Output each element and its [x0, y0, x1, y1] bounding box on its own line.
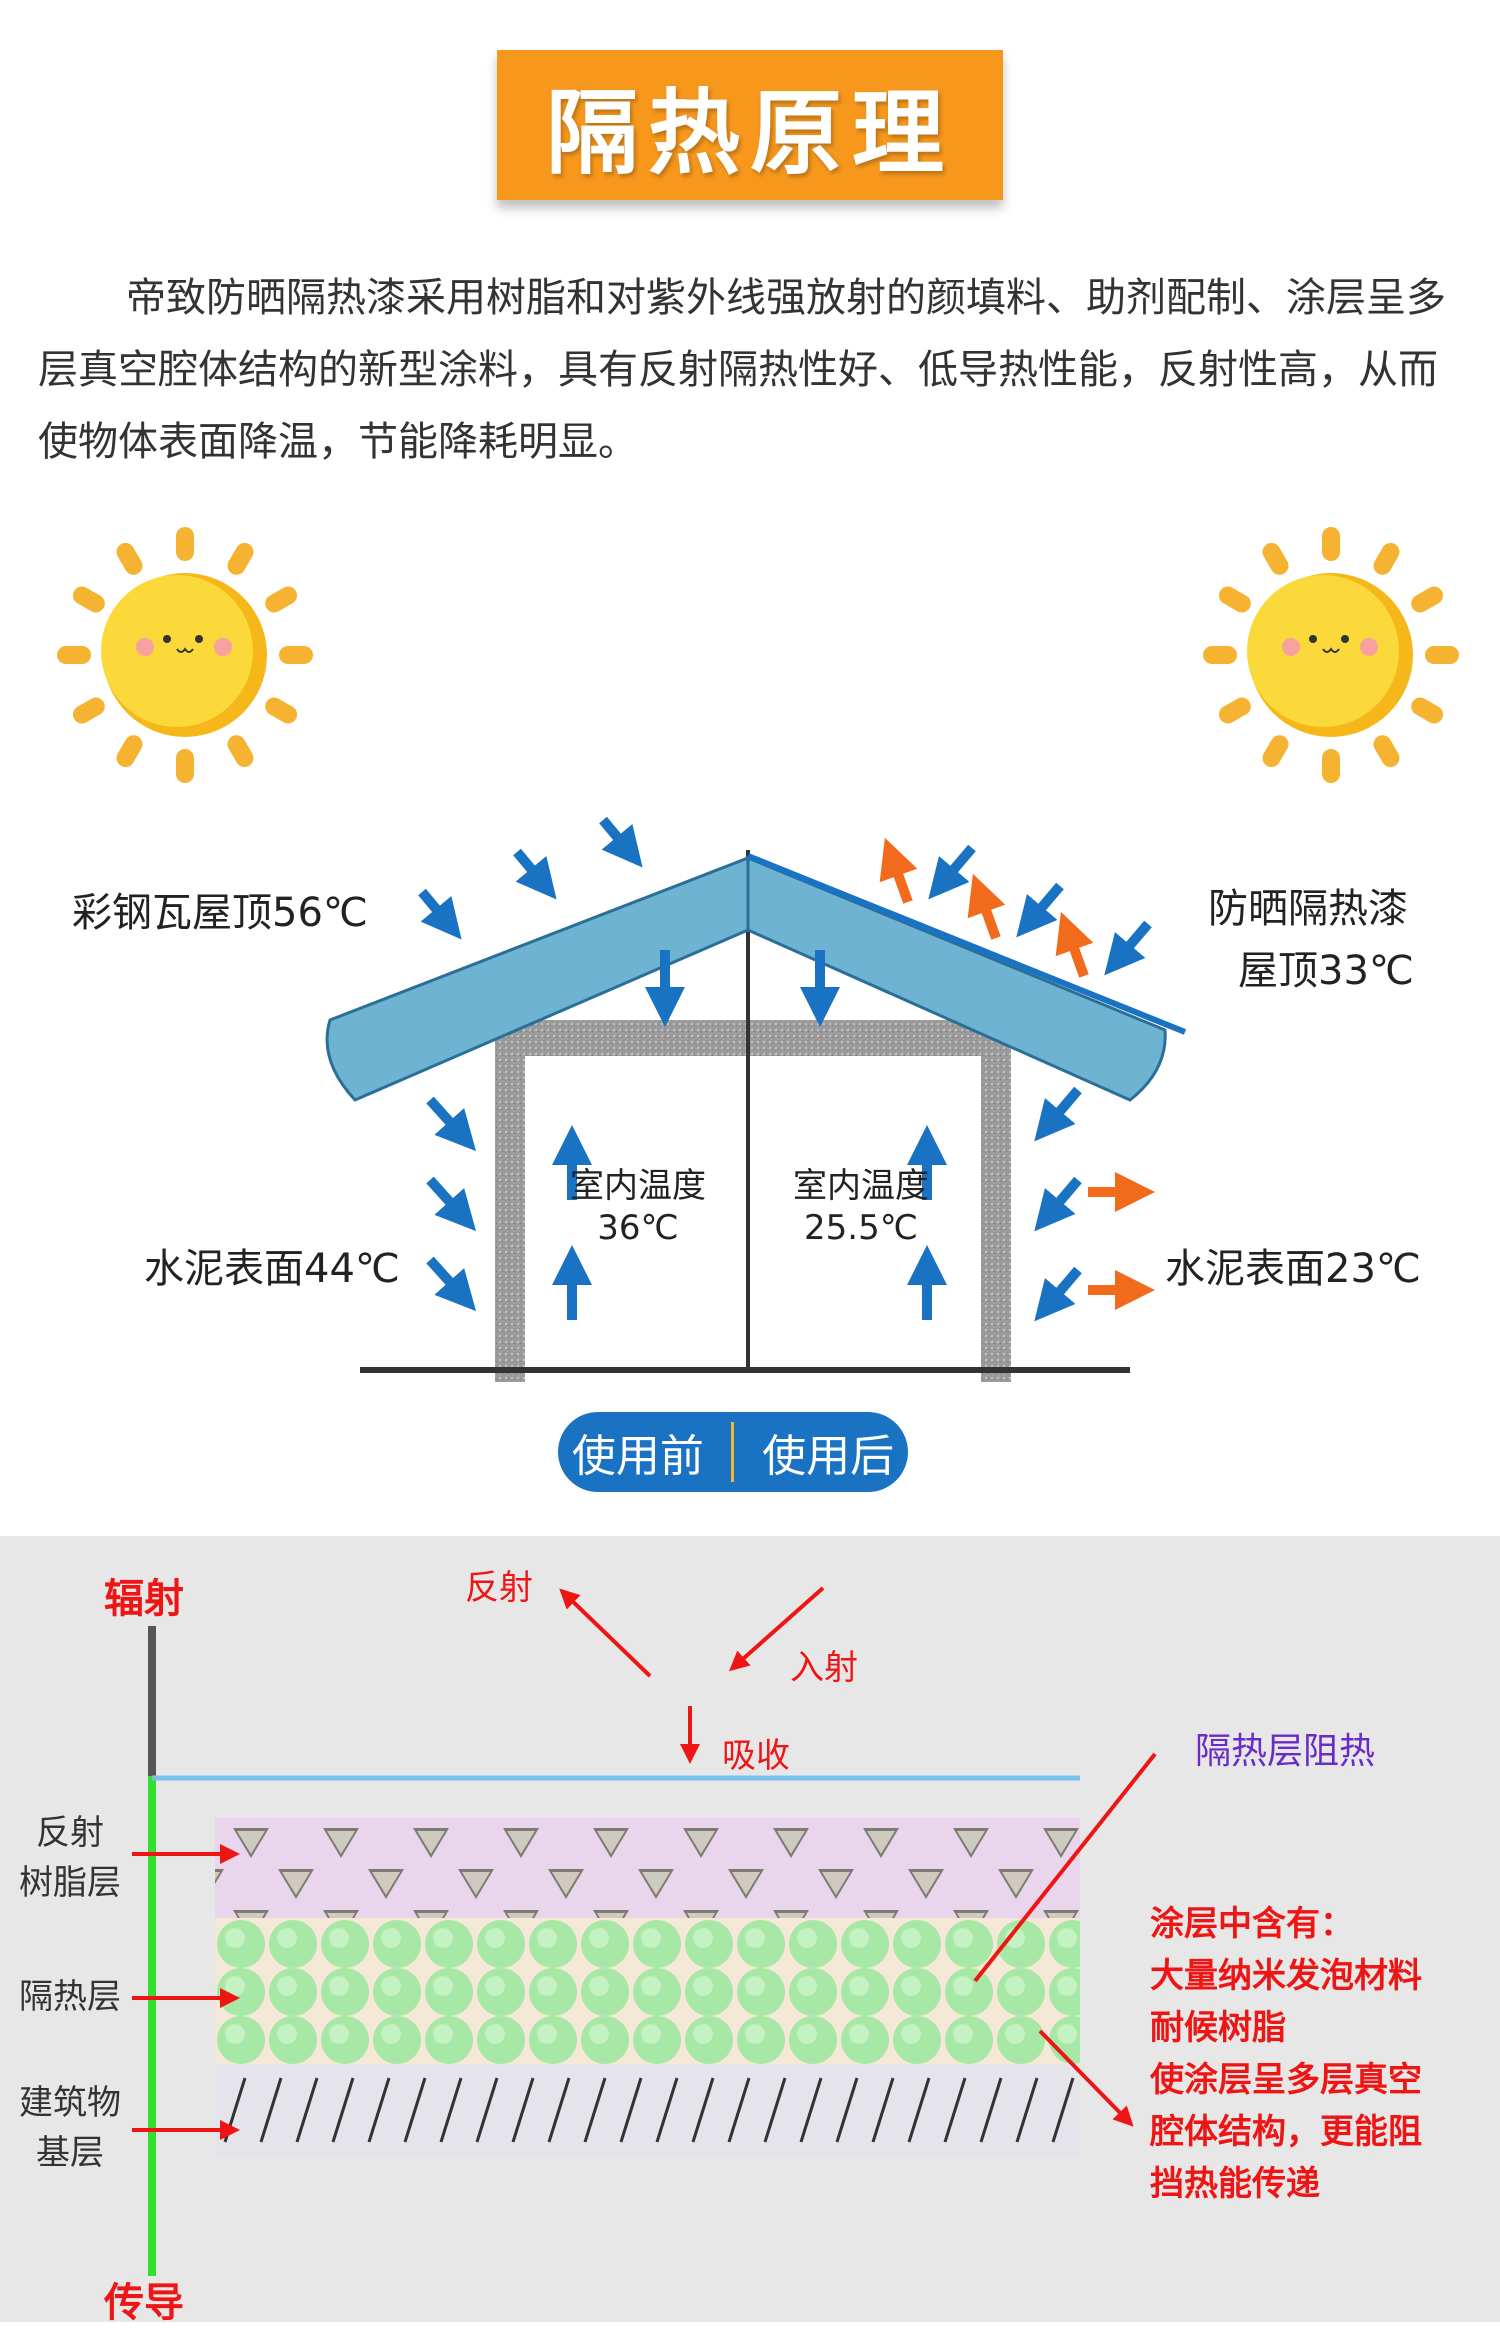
- note-line5: 挡热能传递: [1150, 2164, 1320, 2204]
- note-line2: 耐候树脂: [1150, 2008, 1286, 2048]
- note-line4: 腔体结构，更能阻: [1150, 2112, 1422, 2152]
- left-indoor-label: 室内温度: [570, 1166, 706, 1206]
- left-roof: [325, 855, 750, 1102]
- right-roof-label: 防晒隔热漆: [1208, 886, 1408, 932]
- insulation-block-label: 隔热层阻热: [1195, 1731, 1376, 1772]
- right-indoor-temp: 25.5℃: [804, 1208, 918, 1248]
- badge-divider: [731, 1422, 735, 1482]
- right-roof-temp: 屋顶33℃: [1238, 948, 1414, 994]
- layer-insulation-label: 隔热层: [19, 1977, 121, 2017]
- house-diagram: [325, 816, 1187, 1382]
- radiation-label: 辐射: [104, 1576, 184, 1622]
- before-label: 使用前: [571, 1431, 704, 1482]
- left-wall-temp: 水泥表面44℃: [144, 1246, 400, 1292]
- layer1-line2: 树脂层: [19, 1863, 121, 1903]
- title-banner: 隔热原理: [497, 50, 1003, 200]
- house-interior: [525, 1056, 981, 1382]
- note-title: 涂层中含有：: [1150, 1904, 1354, 1944]
- note-line1: 大量纳米发泡材料: [1150, 1956, 1422, 1996]
- coating-layers-diagram: [132, 1586, 1157, 2276]
- page-title: 隔热原理: [545, 79, 954, 187]
- note-line3: 使涂层呈多层真空: [1150, 2060, 1422, 2100]
- before-after-badge: 使用前 使用后: [558, 1412, 908, 1492]
- conduction-label: 传导: [104, 2280, 184, 2326]
- incident-label: 入射: [790, 1648, 858, 1688]
- layer1-line1: 反射: [36, 1813, 104, 1853]
- after-label: 使用后: [762, 1431, 895, 1482]
- sun-left-icon: [57, 527, 313, 783]
- absorb-label: 吸收: [722, 1736, 790, 1776]
- layer3-line2: 基层: [36, 2133, 104, 2173]
- right-wall-temp: 水泥表面23℃: [1165, 1246, 1421, 1292]
- reflect-label: 反射: [465, 1568, 533, 1608]
- sun-right-icon: [1203, 527, 1459, 783]
- right-indoor-label: 室内温度: [793, 1166, 929, 1206]
- coating-note: 涂层中含有： 大量纳米发泡材料 耐候树脂 使涂层呈多层真空 腔体结构，更能阻 挡…: [1150, 1898, 1422, 2210]
- left-indoor-temp: 36℃: [597, 1208, 679, 1248]
- intro-paragraph: 帝致防晒隔热漆采用树脂和对紫外线强放射的颜填料、助剂配制、涂层呈多层真空腔体结构…: [38, 275, 1446, 465]
- right-roof: [746, 855, 1167, 1102]
- layer-reflective-resin-label: 反射 树脂层: [8, 1808, 132, 1908]
- layer-base-label: 建筑物 基层: [8, 2078, 132, 2178]
- layer3-line1: 建筑物: [19, 2083, 121, 2123]
- left-roof-temp: 彩钢瓦屋顶56℃: [72, 890, 368, 936]
